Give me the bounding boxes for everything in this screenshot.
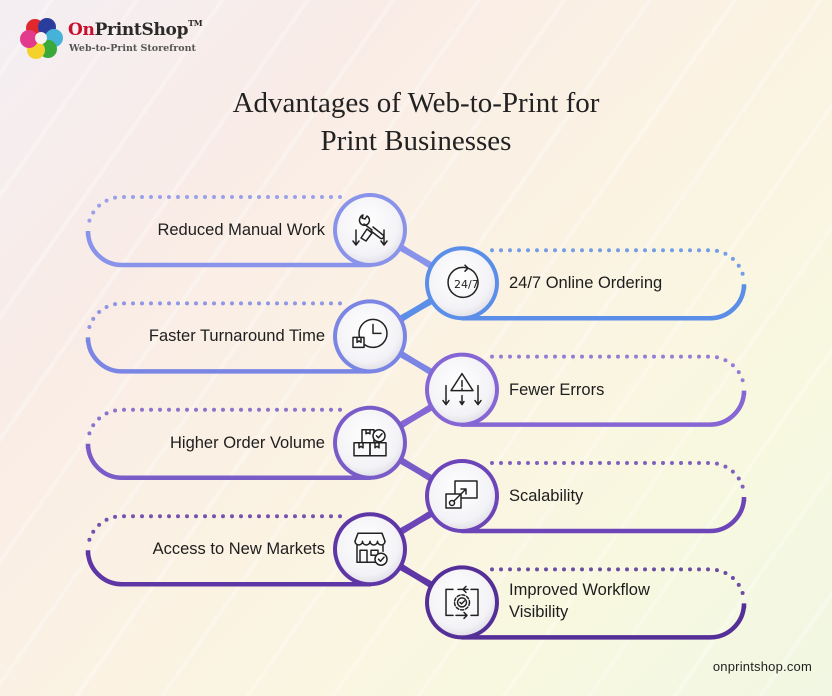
page-title: Advantages of Web-to-Print for Print Bus… [0,84,832,160]
pill-dotted-border [490,248,746,283]
label-line-2: Visibility [509,603,569,622]
pill-solid-border [459,603,747,640]
pill-solid-border [85,443,373,481]
brand-logo: OnPrintShopTM Web-to-Print Storefront [20,17,220,63]
workflow-gear-icon [445,585,479,620]
pill-dotted-border [86,514,342,549]
advantage-label: Faster Turnaround Time [148,327,325,346]
advantage-label: Reduced Manual Work [157,221,325,239]
advantage-label: Fewer Errors [509,380,605,399]
advantage-node [333,193,407,267]
footer-url: onprintshop.com [712,659,812,674]
clock-24-7-icon: 24/7 [447,264,479,299]
advantage-label: Access to New Markets [152,540,325,559]
scale-up-icon [445,480,478,509]
pill-dotted-border [86,407,342,442]
advantage-node [425,352,499,427]
pill-dotted-border [86,301,342,336]
storefront-check-icon [354,532,388,566]
advantage-node [425,565,499,640]
advantage-label: 24/7 Online Ordering [509,274,663,293]
brand-name: OnPrintShopTM [68,18,203,40]
advantage-node [333,299,407,374]
title-line-2: Print Businesses [320,125,512,157]
pill-solid-border [85,337,373,374]
svg-text:24/7: 24/7 [454,278,479,291]
pill-solid-border [85,550,373,587]
pill-solid-border [85,230,373,268]
advantage-label: Scalability [509,487,584,505]
brand-tagline: Web-to-Print Storefront [69,43,196,54]
advantage-node: 24/7 [425,246,499,321]
warning-arrows-icon [442,372,482,406]
wrench-hand-arrows-icon [352,214,388,246]
pill-dotted-border [86,194,342,229]
pill-dotted-border [490,354,746,389]
pill-solid-border [459,390,747,427]
pill-dotted-border [490,567,746,602]
label-line-1: Improved Workflow [509,581,650,600]
stacked-boxes-check-icon [353,429,387,457]
logo-flower-icon [20,18,63,59]
pill-solid-border [459,284,747,321]
pill-solid-border [459,496,747,534]
clock-package-icon [352,318,388,349]
advantage-node [425,459,499,533]
advantage-label: Higher Order Volume [170,433,325,452]
pill-dotted-border [490,460,746,495]
advantage-node [333,512,407,587]
advantage-node [333,405,407,480]
title-line-1: Advantages of Web-to-Print for [232,87,600,119]
